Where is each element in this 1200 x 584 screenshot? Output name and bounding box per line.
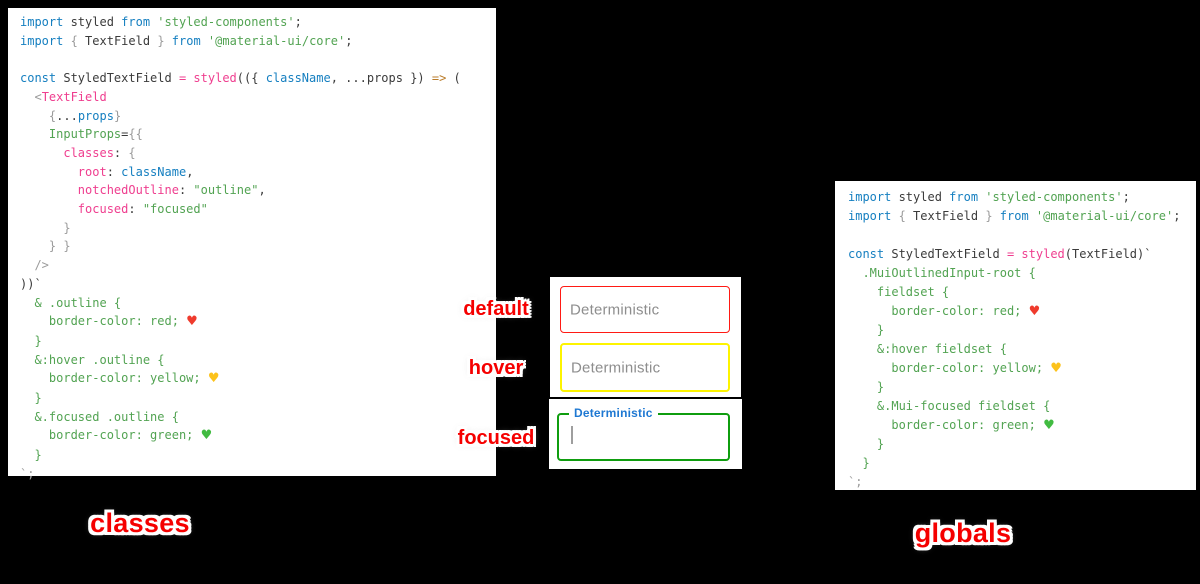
- code-line: &.focused .outline {: [20, 409, 179, 424]
- code-line: `;: [848, 475, 863, 489]
- code-line: &:hover .outline {: [20, 352, 165, 367]
- code-line: <TextField: [20, 89, 107, 104]
- code-line: border-color: red; ♥: [848, 304, 1041, 319]
- code-line: [848, 226, 1190, 245]
- textfield-focused[interactable]: Deterministic: [557, 406, 730, 461]
- textfield-default-placeholder: Deterministic: [570, 301, 660, 318]
- yellow-heart-icon: ♥: [207, 371, 220, 387]
- code-line: />: [20, 258, 49, 273]
- code-line: root: className,: [20, 164, 194, 179]
- code-line: const StyledTextField = styled(TextField…: [848, 247, 1152, 261]
- code-line: InputProps={{: [20, 127, 143, 142]
- code-line: }: [848, 380, 885, 394]
- code-line: fieldset {: [848, 285, 950, 299]
- green-heart-icon: ♥: [1043, 418, 1055, 433]
- red-heart-icon: ♥: [186, 314, 198, 330]
- textfield-focused-label: Deterministic: [569, 406, 658, 420]
- textfield-hover-placeholder: Deterministic: [571, 359, 661, 376]
- code-line: border-color: green; ♥: [20, 428, 213, 444]
- code-line: }: [848, 456, 870, 470]
- state-label-hover: hover: [468, 357, 524, 379]
- state-label-focused: focused: [457, 427, 535, 449]
- code-line: } }: [20, 239, 71, 254]
- code-line: const StyledTextField = styled(({ classN…: [20, 71, 461, 86]
- code-line: border-color: red; ♥: [20, 314, 198, 330]
- caption-globals: globals: [914, 518, 1012, 548]
- caption-classes: classes: [90, 508, 190, 538]
- green-heart-icon: ♥: [200, 428, 213, 444]
- yellow-heart-icon: ♥: [1050, 361, 1062, 376]
- classes-code-panel: import styled from 'styled-components'; i…: [8, 8, 496, 481]
- code-line: `;: [20, 466, 35, 481]
- code-line: &.Mui-focused fieldset {: [848, 399, 1051, 413]
- red-heart-icon: ♥: [1028, 304, 1041, 319]
- code-line: .MuiOutlinedInput-root {: [848, 266, 1036, 280]
- globals-code-panel: import styled from 'styled-components'; i…: [835, 181, 1196, 490]
- code-line: import styled from 'styled-components';: [20, 15, 302, 29]
- code-line: }: [20, 333, 42, 348]
- textfield-hover[interactable]: Deterministic: [560, 343, 730, 392]
- code-line: }: [20, 391, 42, 406]
- code-line: import { TextField } from '@material-ui/…: [848, 209, 1181, 223]
- code-line: [20, 50, 488, 69]
- code-line: }: [848, 437, 885, 451]
- code-line: }: [848, 323, 885, 337]
- code-line: import styled from 'styled-components';: [848, 190, 1130, 204]
- code-line: border-color: yellow; ♥: [20, 371, 220, 387]
- code-line: }: [20, 448, 42, 463]
- state-label-default: default: [463, 298, 529, 320]
- code-line: focused: "focused": [20, 202, 208, 217]
- code-line: & .outline {: [20, 295, 122, 310]
- textfield-card-top: Deterministic Deterministic: [550, 277, 741, 397]
- code-line: notchedOutline: "outline",: [20, 183, 266, 198]
- code-line: classes: {: [20, 145, 136, 160]
- code-line: {...props}: [20, 108, 122, 123]
- code-line: }: [20, 220, 71, 235]
- code-line: border-color: yellow; ♥: [848, 361, 1062, 376]
- textfield-default[interactable]: Deterministic: [560, 286, 730, 333]
- text-cursor: [571, 426, 573, 444]
- code-line: ))`: [20, 276, 42, 291]
- code-line: import { TextField } from '@material-ui/…: [20, 33, 353, 48]
- textfield-card-bottom: Deterministic: [549, 399, 742, 469]
- code-line: &:hover fieldset {: [848, 342, 1007, 356]
- code-line: border-color: green; ♥: [848, 418, 1055, 433]
